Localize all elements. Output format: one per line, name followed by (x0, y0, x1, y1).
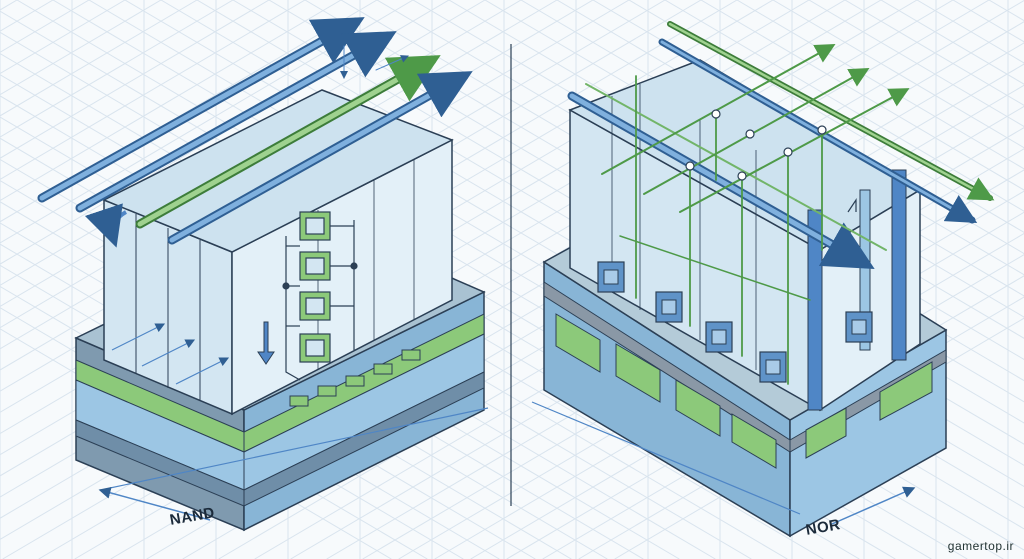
nand-bitlines (37, 17, 473, 245)
grid-line (0, 0, 522, 308)
grid-line (470, 232, 1024, 559)
nand-cell-chain (282, 211, 358, 381)
nor-block (531, 21, 995, 538)
grid-line (808, 0, 1024, 128)
grid-line (0, 0, 18, 11)
grid-line (844, 0, 1024, 106)
grid-line (0, 0, 198, 117)
nor-axis-line (531, 401, 801, 515)
nand-axis-arrow (98, 486, 211, 521)
grid-line (0, 0, 378, 223)
grid-line (0, 0, 234, 138)
curved-arrow-icon (84, 203, 128, 248)
grid-line (0, 0, 342, 202)
watermark-text: gamertop.ir (947, 539, 1014, 553)
grid-line (0, 0, 306, 180)
nand-axis-line (109, 407, 489, 489)
grid-line (0, 0, 90, 53)
grid-line (772, 0, 1024, 149)
grid-line (628, 0, 1024, 233)
grid-line (0, 0, 270, 159)
grid-line (448, 0, 1024, 339)
nor-lines (567, 21, 995, 385)
grid-line (0, 0, 414, 244)
nor-axis-arrow (831, 486, 916, 525)
grid-line (0, 0, 162, 96)
grid-line (700, 0, 1024, 191)
grid-line (506, 254, 1024, 559)
down-arrow-icon (257, 321, 275, 365)
up-arrow-icon (847, 198, 857, 213)
nand-block (37, 17, 489, 532)
